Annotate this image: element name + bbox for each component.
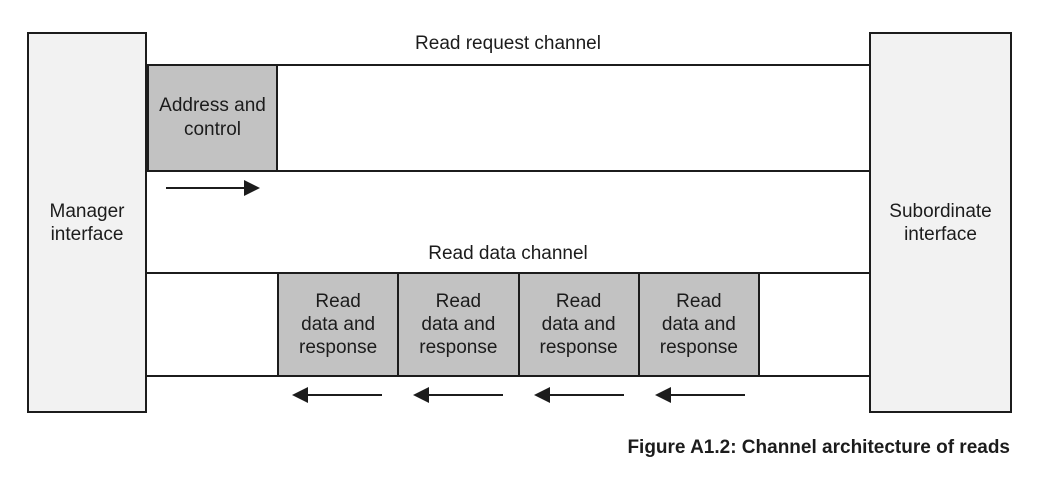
read-data-payload-box: Read data and response bbox=[517, 274, 638, 375]
request-channel-top-line bbox=[147, 64, 869, 66]
right-arrow-icon bbox=[166, 180, 260, 196]
arrow-head bbox=[534, 387, 550, 403]
read-data-payload-box: Read data and response bbox=[299, 291, 378, 358]
arrow-shaft bbox=[548, 394, 624, 396]
read-data-payload-row: Read data and response Read data and res… bbox=[277, 272, 760, 377]
arrow-head bbox=[413, 387, 429, 403]
left-arrow-icon bbox=[413, 387, 503, 403]
left-arrow-icon bbox=[534, 387, 624, 403]
read-data-payload-box: Read data and response bbox=[637, 274, 758, 375]
figure-caption: Figure A1.2: Channel architecture of rea… bbox=[627, 437, 1010, 458]
left-arrow-icon bbox=[292, 387, 382, 403]
read-request-channel-label: Read request channel bbox=[415, 33, 601, 54]
address-and-control-label: Address and control bbox=[159, 95, 266, 140]
arrow-shaft bbox=[427, 394, 503, 396]
arrow-shaft bbox=[306, 394, 382, 396]
read-data-payload-box: Read data and response bbox=[397, 274, 517, 375]
arrow-shaft bbox=[669, 394, 745, 396]
arrow-head bbox=[655, 387, 671, 403]
request-channel-bottom-line bbox=[147, 170, 869, 172]
manager-interface-box: Manager interface bbox=[27, 32, 147, 413]
address-and-control-box: Address and control bbox=[147, 64, 278, 172]
arrow-head bbox=[292, 387, 308, 403]
manager-interface-label: Manager interface bbox=[49, 200, 125, 245]
subordinate-interface-box: Subordinate interface bbox=[869, 32, 1012, 413]
subordinate-interface-label: Subordinate interface bbox=[889, 200, 992, 245]
left-arrow-icon bbox=[655, 387, 745, 403]
read-data-channel-label: Read data channel bbox=[428, 243, 588, 264]
arrow-head bbox=[244, 180, 260, 196]
arrow-shaft bbox=[166, 187, 246, 189]
